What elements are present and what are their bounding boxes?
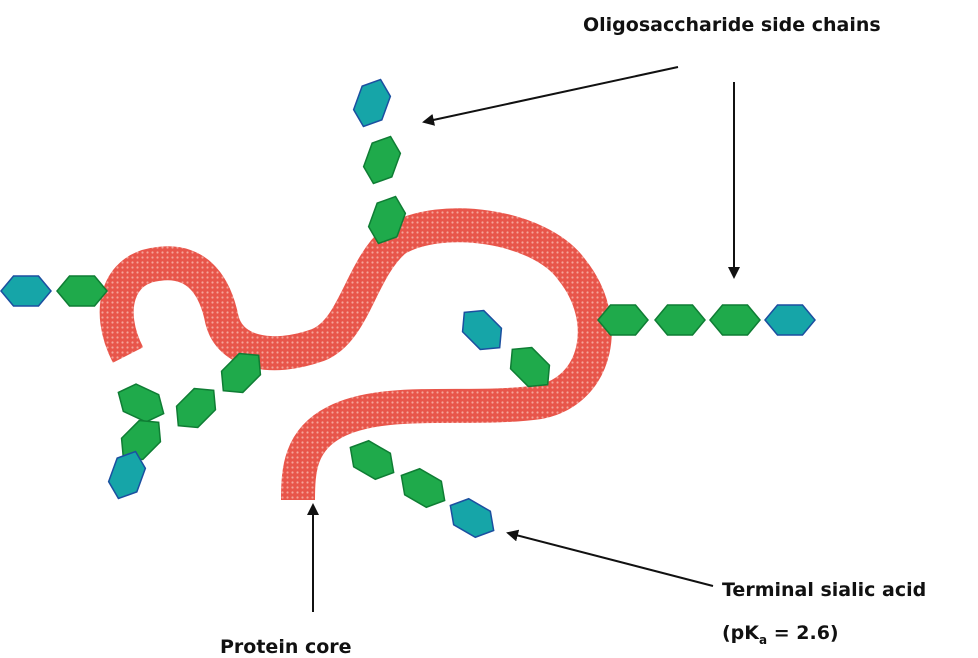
label-protein-core: Protein core xyxy=(220,636,352,658)
sugar-residue-c4-3 xyxy=(120,419,162,461)
sialic-acid-residue-c4-4 xyxy=(107,450,147,500)
label-terminal-sialic-acid: Terminal sialic acid xyxy=(722,579,927,601)
arrow-oligosaccharide-left xyxy=(422,66,679,126)
sugar-residue-c5-1 xyxy=(400,467,446,509)
arrow-terminal-sialic-acid xyxy=(506,529,714,587)
sialic-acid-residue-c2-3 xyxy=(764,304,816,336)
label-pka: (pKa = 2.6) xyxy=(722,622,839,647)
sugar-residue-c0-1 xyxy=(362,135,402,185)
sugar-residue-c4-0 xyxy=(220,352,262,394)
sialic-acid-residue-c3-0 xyxy=(461,309,503,351)
sugar-residue-c2-2 xyxy=(709,304,761,336)
sugar-residue-c4-2 xyxy=(117,383,165,423)
sugar-residue-c5-0 xyxy=(349,439,395,481)
sugar-residue-c0-2 xyxy=(367,195,407,245)
sialic-acid-residue-c1-0 xyxy=(0,275,52,307)
pka-prefix: (pK xyxy=(722,622,760,644)
sugar-residue-c1-1 xyxy=(56,275,108,307)
pka-subscript: a xyxy=(759,632,768,647)
sialic-acid-residue-c5-2 xyxy=(449,497,495,539)
oligosaccharide-chains xyxy=(0,78,816,539)
pka-suffix: = 2.6) xyxy=(767,622,839,644)
sugar-residue-c2-1 xyxy=(654,304,706,336)
sialic-acid-residue-c0-0 xyxy=(352,78,392,128)
sugar-residue-c3-1 xyxy=(509,346,551,388)
protein-core-backbone xyxy=(99,208,612,501)
sugar-residue-c4-1 xyxy=(175,387,217,429)
sugar-residue-c2-0 xyxy=(597,304,649,336)
label-oligosaccharide-side-chains: Oligosaccharide side chains xyxy=(583,14,881,36)
